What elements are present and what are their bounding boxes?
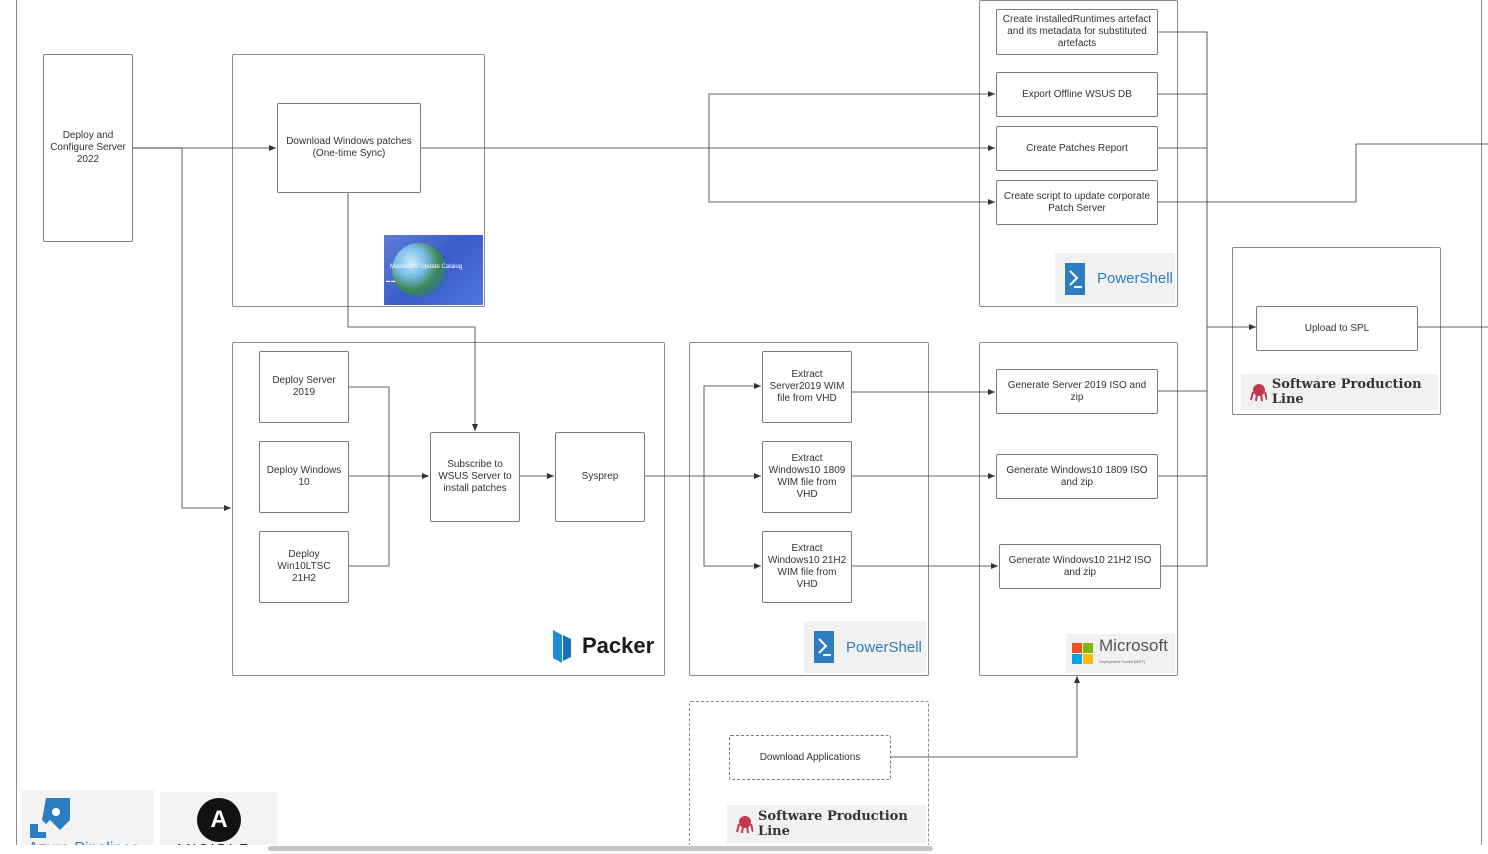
connector-2019-to-subscribe [348, 386, 390, 567]
microsoft-wordmark: Microsoft [1099, 635, 1168, 655]
connector-sysprep-to-extract-2019 [703, 383, 761, 476]
connector-download-to-script [708, 148, 995, 205]
node-subscribe-wsus[interactable]: Subscribe to WSUS Server to install patc… [430, 432, 520, 522]
node-deploy-configure-server[interactable]: Deploy and Configure Server 2022 [43, 54, 133, 242]
group-packer [232, 342, 665, 676]
connector-download-to-subscribe [347, 193, 478, 431]
connector-gen-21h2-out [1161, 327, 1208, 567]
ansible-logo: A ANSIBLE [160, 792, 277, 854]
horizontal-scrollbar-thumb[interactable] [268, 846, 933, 851]
node-export-offline-wsus[interactable]: Export Offline WSUS DB [996, 72, 1158, 117]
powershell-logo-top: PowerShell [1055, 253, 1175, 304]
microsoft-label: Microsoft Deployment Toolkit (MDT) [1099, 635, 1168, 670]
packer-label: Packer [582, 633, 655, 658]
node-upload-to-spl[interactable]: Upload to SPL [1256, 306, 1418, 351]
node-extract-win10-21h2[interactable]: Extract Windows10 21H2 WIM file from VHD [762, 531, 852, 603]
node-generate-win10-1809-iso[interactable]: Generate Windows10 1809 ISO and zip [996, 454, 1158, 499]
ansible-icon: A [197, 798, 241, 842]
catalog-title: Microsoft® Update Catalog [390, 264, 463, 270]
node-create-patches-report[interactable]: Create Patches Report [996, 126, 1158, 171]
node-generate-win10-21h2-iso[interactable]: Generate Windows10 21H2 ISO and zip [999, 544, 1161, 589]
powershell-label: PowerShell [846, 638, 922, 656]
spl-logo-upload: Software Production Line [1241, 374, 1438, 410]
connector-script-out [1158, 143, 1488, 203]
node-deploy-win10-ltsc[interactable]: Deploy Win10LTSC 21H2 [259, 531, 349, 603]
packer-logo: Packer [550, 625, 660, 667]
powershell-icon [1065, 262, 1085, 295]
microsoft-update-catalog-logo: Microsoft® Update Catalog ▬ ▬ [384, 235, 483, 305]
spl-octopus-icon [1250, 384, 1267, 402]
node-create-update-script[interactable]: Create script to update corporate Patch … [996, 180, 1158, 225]
spl-label: Software Production Line [1271, 377, 1422, 407]
node-deploy-windows-10[interactable]: Deploy Windows 10 [259, 441, 349, 513]
connector-sysprep-to-extract-21h2 [703, 476, 761, 569]
group-powershell-top [979, 0, 1178, 307]
canvas-border-left [16, 0, 17, 854]
spl-label: Software Production Line [758, 809, 908, 839]
node-download-applications[interactable]: Download Applications [729, 735, 891, 780]
node-extract-server2019[interactable]: Extract Server2019 WIM file from VHD [762, 351, 852, 423]
globe-icon [392, 243, 446, 297]
group-mdt [979, 342, 1178, 676]
connector-download-to-export [421, 91, 995, 149]
node-generate-server2019-iso[interactable]: Generate Server 2019 ISO and zip [996, 369, 1158, 414]
microsoft-mdt-logo: Microsoft Deployment Toolkit (MDT) [1066, 634, 1175, 673]
group-powershell-extract [689, 342, 929, 676]
spl-octopus-icon [736, 816, 754, 834]
canvas-border-right [1481, 0, 1482, 854]
connector-installed-out [1158, 31, 1208, 327]
powershell-icon [814, 631, 834, 663]
group-spl-upload [1232, 247, 1441, 415]
connector-deploy-to-packer [133, 147, 231, 511]
node-deploy-server-2019[interactable]: Deploy Server 2019 [259, 351, 349, 423]
group-download [232, 54, 485, 307]
connector-apps-to-mdt [891, 676, 1080, 758]
node-extract-win10-1809[interactable]: Extract Windows10 1809 WIM file from VHD [762, 441, 852, 513]
microsoft-logo-icon [1072, 643, 1093, 664]
powershell-label: PowerShell [1097, 270, 1173, 287]
catalog-subtext: ▬ ▬ [386, 278, 396, 283]
powershell-logo-extract: PowerShell [804, 621, 926, 673]
azure-pipelines-icon [30, 798, 70, 838]
mdt-subtitle: Deployment Toolkit (MDT) [1099, 658, 1146, 664]
node-download-windows-patches[interactable]: Download Windows patches (One-time Sync) [277, 103, 421, 193]
spl-logo-apps: Software Production Line [727, 805, 926, 843]
node-sysprep[interactable]: Sysprep [555, 432, 645, 522]
packer-icon [553, 630, 571, 663]
node-create-installed-runtimes[interactable]: Create InstalledRuntimes artefact and it… [996, 9, 1158, 55]
